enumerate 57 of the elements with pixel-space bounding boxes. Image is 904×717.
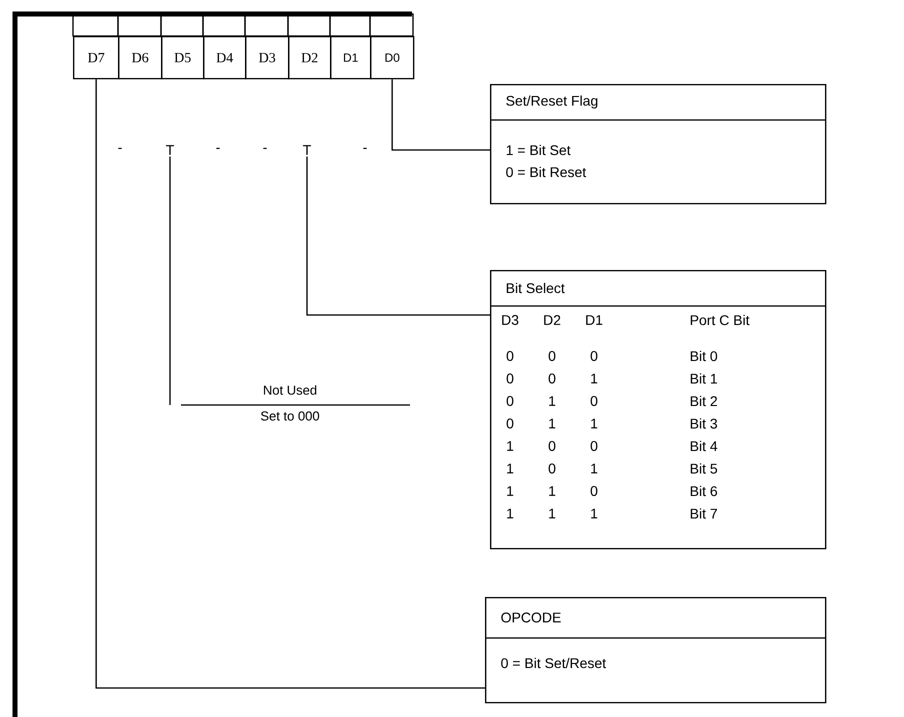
table-cell: Bit 2	[690, 396, 717, 406]
table-cell: D1	[586, 315, 602, 325]
note-text: Not Used Set to 000	[181, 385, 410, 421]
connector-line	[392, 79, 490, 151]
register-cell: D1	[330, 36, 372, 80]
bit-mark: T	[166, 145, 174, 155]
table-cell: 1	[507, 464, 514, 474]
bit-mark: -	[263, 148, 267, 149]
table-cell: Port C Bit	[690, 314, 750, 326]
table-cell: 1	[507, 508, 514, 518]
register-cell: D5	[161, 36, 204, 80]
register-cell: D7	[73, 36, 120, 80]
table-cell: 1	[549, 486, 556, 496]
table-cell: 0	[548, 464, 556, 474]
table-cell: 1	[549, 418, 556, 428]
register-cell: D2	[288, 36, 332, 80]
table-cell: 0	[590, 486, 598, 496]
register-cell: D3	[245, 36, 290, 80]
table-cell: 0	[506, 418, 514, 428]
table-cell: 0	[506, 396, 514, 406]
register-cell: D0	[370, 36, 414, 80]
register-cell: D4	[203, 36, 246, 80]
connector-line	[96, 79, 485, 689]
connector-line	[306, 156, 490, 316]
register-cell: D6	[118, 36, 162, 80]
table-cell: 1	[591, 508, 598, 518]
table-cell: 0	[590, 396, 598, 406]
table-cell: Bit 1	[690, 373, 717, 384]
table-cell: Bit 3	[690, 418, 718, 429]
table-cell: 1	[591, 418, 598, 428]
table-cell: 1	[549, 508, 556, 518]
table-cell: 1	[591, 464, 598, 474]
table-cell: 1	[591, 374, 598, 384]
table-cell: 1	[507, 441, 514, 451]
table-cell: 0	[506, 351, 514, 361]
table-cell: 0	[590, 441, 598, 451]
table-cell: 1	[507, 486, 514, 496]
table-cell: Bit 7	[690, 508, 717, 519]
table-cell: D3	[502, 315, 518, 325]
bit-mark: -	[216, 148, 220, 149]
table-cell: 0	[590, 351, 598, 361]
table-cell: Bit 6	[690, 486, 718, 496]
bit-mark: -	[363, 148, 367, 149]
table-cell: D2	[544, 315, 560, 325]
flag-box: Set/Reset Flag 1 = Bit Set 0 = Bit Reset	[490, 84, 826, 204]
table-cell: Bit 5	[690, 463, 718, 474]
bit-mark: T	[303, 145, 311, 155]
bit-mark: -	[118, 148, 122, 149]
table-cell: 0	[548, 441, 556, 451]
connector-line	[169, 156, 171, 405]
table-cell: 0	[548, 351, 556, 361]
opcode-box: OPCODE 0 = Bit Set/Reset	[485, 597, 826, 704]
table-cell: 0	[506, 374, 514, 384]
table-cell: 0	[548, 374, 556, 384]
table-cell: Bit 4	[690, 440, 718, 452]
table-cell: Bit 0	[690, 350, 718, 362]
table-cell: 1	[549, 396, 556, 406]
